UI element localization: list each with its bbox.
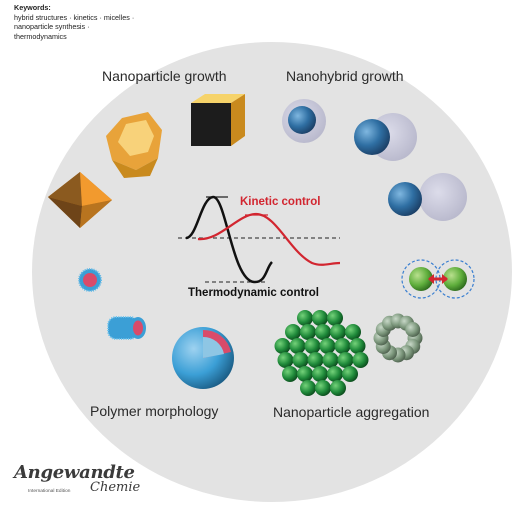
gold-polyhedron-icon — [106, 112, 162, 178]
logo-subtitle: International Edition — [28, 489, 71, 494]
nanoparticle-growth-label: Nanoparticle growth — [102, 68, 227, 84]
kinetic-control-label: Kinetic control — [240, 196, 321, 208]
cluster-particle — [274, 338, 291, 354]
cluster-particle — [277, 352, 294, 368]
vesicle-icon — [172, 327, 234, 389]
gold-octahedron-icon — [48, 172, 112, 228]
cluster-particle — [327, 366, 343, 382]
keywords-line: nanoparticle synthesis · — [14, 22, 90, 31]
cluster-particle — [330, 380, 346, 396]
cylinder-micelle-icon — [107, 316, 146, 340]
cluster-particle — [312, 310, 328, 326]
cluster-particle — [319, 338, 336, 354]
logo-chemie: Chemie — [90, 480, 141, 495]
thermodynamic-curve — [185, 195, 273, 284]
cluster-particle — [330, 324, 346, 340]
logo-wordmark: Angewandte — [14, 462, 135, 483]
core-shell-icon — [282, 99, 326, 143]
cluster-particle — [352, 352, 369, 368]
cluster-particle — [297, 310, 313, 326]
green-cluster-icon — [274, 310, 369, 396]
cluster-particle — [289, 338, 306, 354]
cluster-particle — [342, 366, 358, 382]
polymer-morphology-label: Polymer morphology — [90, 403, 219, 419]
keywords-line: hybrid structures · kinetics · micelles … — [14, 12, 135, 22]
nanoparticle-aggregation-label: Nanoparticle aggregation — [273, 404, 430, 420]
green-dimer-icon — [401, 259, 475, 299]
thermodynamic-control-label: Thermodynamic control — [188, 287, 319, 299]
keywords-block: Keywords: hybrid structures · kinetics ·… — [14, 3, 189, 41]
cluster-particle — [300, 380, 316, 396]
cluster-particle — [307, 352, 324, 368]
cluster-particle — [345, 324, 361, 340]
cluster-particle — [312, 366, 328, 382]
keywords-line: thermodynamics — [14, 31, 67, 41]
journal-logo: Angewandte Chemie International Edition — [14, 462, 140, 495]
cluster-particle — [300, 324, 316, 340]
cluster-particle — [349, 338, 366, 354]
partial-overlap-icon — [354, 113, 417, 161]
energy-diagram — [178, 195, 341, 284]
cluster-particle — [282, 366, 298, 382]
cluster-particle — [297, 366, 313, 382]
cluster-particle — [292, 352, 309, 368]
dimer-icon — [388, 173, 467, 221]
ring-particle — [405, 322, 421, 337]
cluster-particle — [315, 324, 331, 340]
small-micelle-icon — [78, 268, 102, 292]
cluster-particle — [304, 338, 321, 354]
nanohybrid-growth-label: Nanohybrid growth — [286, 68, 404, 84]
cluster-particle — [285, 324, 301, 340]
cluster-particle — [327, 310, 343, 326]
gold-cube-icon — [191, 94, 245, 146]
ring-aggregate-icon — [373, 313, 423, 363]
background-circle — [32, 42, 512, 502]
cluster-particle — [322, 352, 339, 368]
cluster-particle — [334, 338, 351, 354]
keywords-title: Keywords: — [14, 3, 51, 12]
cluster-particle — [337, 352, 354, 368]
cluster-particle — [315, 380, 331, 396]
kinetic-curve — [197, 212, 341, 266]
